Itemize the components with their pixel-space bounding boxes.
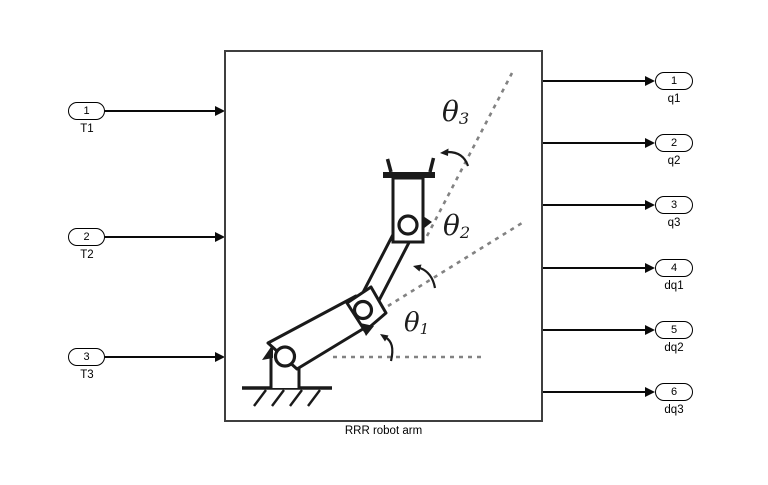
signal-line-T1[interactable] xyxy=(104,110,216,112)
inport-number: 1 xyxy=(83,104,90,117)
outport-block-2[interactable]: 2 xyxy=(655,134,693,152)
arrowhead-icon xyxy=(215,352,225,362)
outport-label-q1: q1 xyxy=(667,93,681,105)
outport-label-dq1: dq1 xyxy=(664,280,684,292)
theta2-label: θ2 xyxy=(443,209,471,243)
signal-line-T3[interactable] xyxy=(104,356,216,358)
inport-block-2[interactable]: 2 xyxy=(68,228,105,246)
outport-number: 4 xyxy=(670,261,678,274)
signal-line-dq3[interactable] xyxy=(543,391,646,393)
inport-label-T2: T2 xyxy=(80,249,94,261)
outport-number: 5 xyxy=(670,323,678,336)
outport-label-dq2: dq2 xyxy=(664,342,684,354)
inport-label-T3: T3 xyxy=(80,369,94,381)
arrowhead-icon xyxy=(645,387,655,397)
signal-line-dq1[interactable] xyxy=(543,267,646,269)
arrowhead-icon xyxy=(645,200,655,210)
inport-block-1[interactable]: 1 xyxy=(68,102,105,120)
outport-block-4[interactable]: 4 xyxy=(655,259,693,277)
outport-block-6[interactable]: 6 xyxy=(655,383,693,401)
arrowhead-icon xyxy=(215,232,225,242)
inport-block-3[interactable]: 3 xyxy=(68,348,105,366)
outport-label-q2: q2 xyxy=(667,155,681,167)
arrowhead-icon xyxy=(215,106,225,116)
outport-label-dq3: dq3 xyxy=(664,404,684,416)
theta3-label: θ3 xyxy=(442,95,470,129)
arrowhead-icon xyxy=(645,263,655,273)
outport-number: 3 xyxy=(670,198,678,211)
inport-label-T1: T1 xyxy=(80,123,94,135)
signal-line-dq2[interactable] xyxy=(543,329,646,331)
signal-line-q1[interactable] xyxy=(543,80,646,82)
arrowhead-icon xyxy=(645,76,655,86)
theta1-label: θ1 xyxy=(404,308,430,339)
outport-number: 6 xyxy=(670,385,678,398)
arrowhead-icon xyxy=(645,138,655,148)
outport-block-5[interactable]: 5 xyxy=(655,321,693,339)
inport-number: 2 xyxy=(83,230,90,243)
arrowhead-icon xyxy=(645,325,655,335)
outport-block-1[interactable]: 1 xyxy=(655,72,693,90)
inport-number: 3 xyxy=(83,350,90,363)
block-name-label[interactable]: RRR robot arm xyxy=(344,425,423,437)
outport-number: 2 xyxy=(670,136,678,149)
outport-number: 1 xyxy=(670,74,678,87)
outport-block-3[interactable]: 3 xyxy=(655,196,693,214)
outport-label-q3: q3 xyxy=(667,217,681,229)
rrr-robot-arm-block[interactable] xyxy=(224,50,543,422)
signal-line-q2[interactable] xyxy=(543,142,646,144)
signal-line-T2[interactable] xyxy=(104,236,216,238)
signal-line-q3[interactable] xyxy=(543,204,646,206)
